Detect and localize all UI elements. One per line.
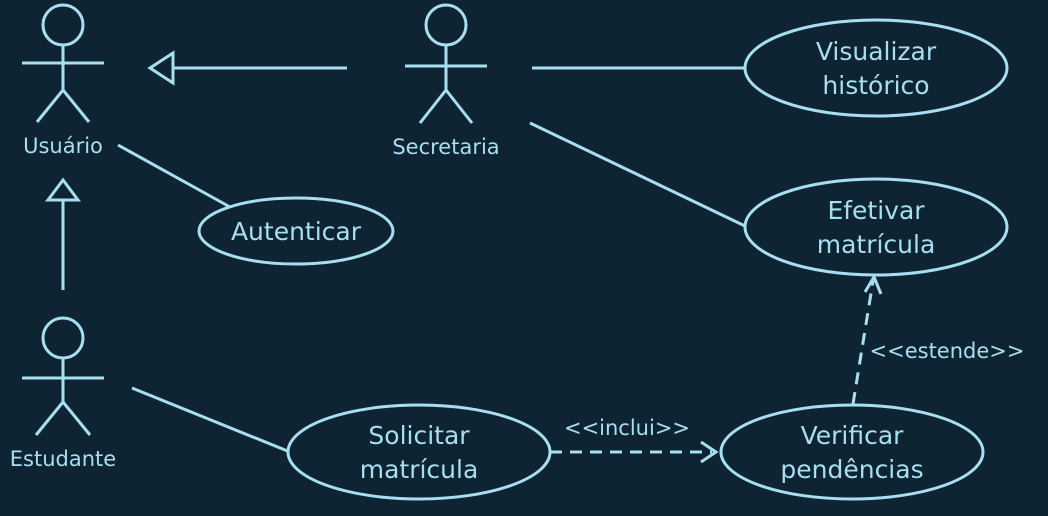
association-secretaria-efetivar <box>529 121 746 228</box>
generalization-arrowhead-icon <box>147 50 175 86</box>
generalization-estudante-usuario <box>45 177 81 290</box>
actor-usuario-leg-left <box>35 89 65 123</box>
association-usuario-autenticar <box>117 143 231 209</box>
actor-usuario-leg-right <box>61 89 91 123</box>
usecase-label-line1: Autenticar <box>231 217 362 246</box>
usecase-ellipse <box>743 18 1009 118</box>
actor-usuario: Usuário <box>22 3 104 158</box>
extend-arrowhead-icon <box>863 273 883 295</box>
usecase-verificar-pendencias: Verificar pendências <box>719 403 985 501</box>
actor-estudante-head <box>41 316 85 360</box>
usecase-efetivar-matricula: Efetivar matrícula <box>743 177 1009 277</box>
actor-secretaria-leg-left <box>418 89 448 124</box>
actor-secretaria-leg-right <box>444 89 474 124</box>
include-label: <<inclui>> <box>564 416 690 440</box>
usecase-label-line2: pendências <box>780 455 923 484</box>
generalization-secretaria-usuario <box>147 50 347 86</box>
usecase-ellipse <box>743 177 1009 277</box>
usecase-label-line2: matrícula <box>360 455 479 484</box>
actor-usuario-label: Usuário <box>23 134 103 158</box>
actor-secretaria-label: Secretaria <box>392 135 499 159</box>
include-arrowhead-icon <box>700 440 719 464</box>
actor-estudante-leg-left <box>34 401 65 436</box>
extend-label: <<estende>> <box>870 339 1025 363</box>
usecase-ellipse <box>286 403 552 501</box>
usecase-label-line1: Verificar <box>801 421 905 450</box>
usecase-autenticar: Autenticar <box>197 196 395 266</box>
include-relation: <<inclui>> <box>550 416 719 464</box>
actor-secretaria: Secretaria <box>392 3 500 159</box>
usecase-visualizar-historico: Visualizar histórico <box>743 18 1009 118</box>
extend-dashed-line <box>851 280 875 405</box>
actor-usuario-head <box>41 3 85 47</box>
actor-estudante: Estudante <box>10 316 116 471</box>
usecase-ellipse <box>719 403 985 501</box>
actor-secretaria-head <box>424 3 468 47</box>
association-estudante-solicitar <box>131 386 291 454</box>
usecase-solicitar-matricula: Solicitar matrícula <box>286 403 552 501</box>
usecase-label-line2: histórico <box>822 71 929 100</box>
extend-relation: <<estende>> <box>851 273 1025 405</box>
usecase-label-line1: Efetivar <box>827 196 925 225</box>
actor-estudante-leg-right <box>61 401 92 436</box>
usecase-label-line2: matrícula <box>817 230 936 259</box>
generalization-arrowhead-icon <box>45 177 81 202</box>
usecase-label-line1: Visualizar <box>816 37 937 66</box>
usecase-ellipse <box>197 196 395 266</box>
actor-estudante-label: Estudante <box>10 447 116 471</box>
usecase-label-line1: Solicitar <box>368 421 470 450</box>
